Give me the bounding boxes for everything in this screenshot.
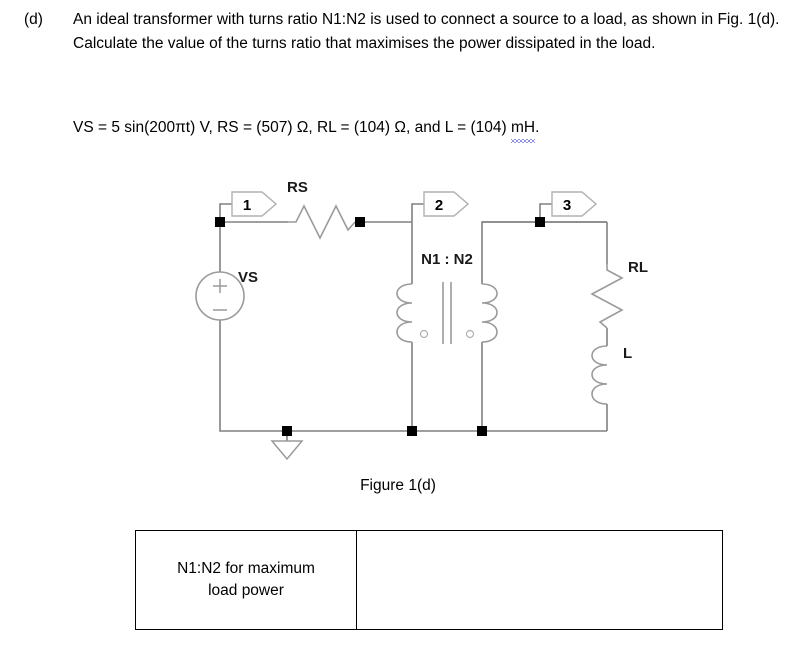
inductor-l-label: L — [623, 345, 632, 362]
question-text: An ideal transformer with turns ratio N1… — [73, 11, 780, 52]
junction-secondary-bottom — [477, 426, 487, 436]
resistor-rs — [288, 204, 356, 240]
spellcheck-underlined-word: mH — [510, 116, 536, 143]
voltage-source-label: VS — [238, 269, 258, 286]
wire-secondary-to-node3 — [481, 221, 607, 284]
junction-primary-bottom — [407, 426, 417, 436]
answer-row-label: N1:N2 for maximum load power — [135, 530, 357, 630]
transformer-ratio-label: N1 : N2 — [421, 251, 473, 268]
part-label: (d) — [24, 11, 43, 28]
given-values-prefix: VS = 5 sin(200πt) V, RS = (507) Ω, RL = … — [73, 119, 511, 136]
junction-ground — [282, 426, 292, 436]
node-flag-1: 1 — [231, 191, 278, 217]
resistor-rl — [590, 264, 624, 329]
inductor-l — [591, 345, 608, 405]
transformer-core — [442, 282, 452, 344]
junction-node2 — [355, 217, 365, 227]
voltage-source-vs — [195, 271, 245, 321]
answer-table: N1:N2 for maximum load power — [135, 530, 723, 630]
wire-flag1-stub — [219, 203, 232, 222]
wire-flag2-stub — [411, 203, 424, 222]
transformer-primary-coil — [396, 283, 413, 343]
transformer-secondary-coil — [481, 283, 498, 343]
node-flag-2: 2 — [423, 191, 470, 217]
given-values-line: VS = 5 sin(200πt) V, RS = (507) Ω, RL = … — [73, 116, 540, 143]
figure-caption: Figure 1(d) — [360, 477, 436, 494]
node-flag-1-label: 1 — [243, 197, 251, 214]
wire-bottom-rail — [219, 320, 607, 432]
resistor-rs-label: RS — [287, 179, 308, 196]
junction-node1 — [215, 217, 225, 227]
table-row: N1:N2 for maximum load power — [135, 530, 723, 630]
primary-dot-marker — [419, 329, 429, 339]
answer-row-value[interactable] — [356, 530, 723, 630]
answer-row-label-line1: N1:N2 for maximum — [177, 560, 315, 577]
answer-row-label-line2: load power — [208, 582, 284, 599]
given-values-suffix: . — [535, 119, 540, 136]
resistor-rl-label: RL — [628, 259, 648, 276]
junction-node3 — [535, 217, 545, 227]
transformer — [396, 282, 498, 344]
node-flag-3-label: 3 — [563, 197, 571, 214]
node-flag-2-label: 2 — [435, 197, 443, 214]
node-flag-3: 3 — [551, 191, 598, 217]
circuit-diagram: 1 2 3 RS VS — [0, 160, 796, 470]
secondary-dot-marker — [465, 329, 475, 339]
wire-flag3-stub — [539, 203, 552, 222]
